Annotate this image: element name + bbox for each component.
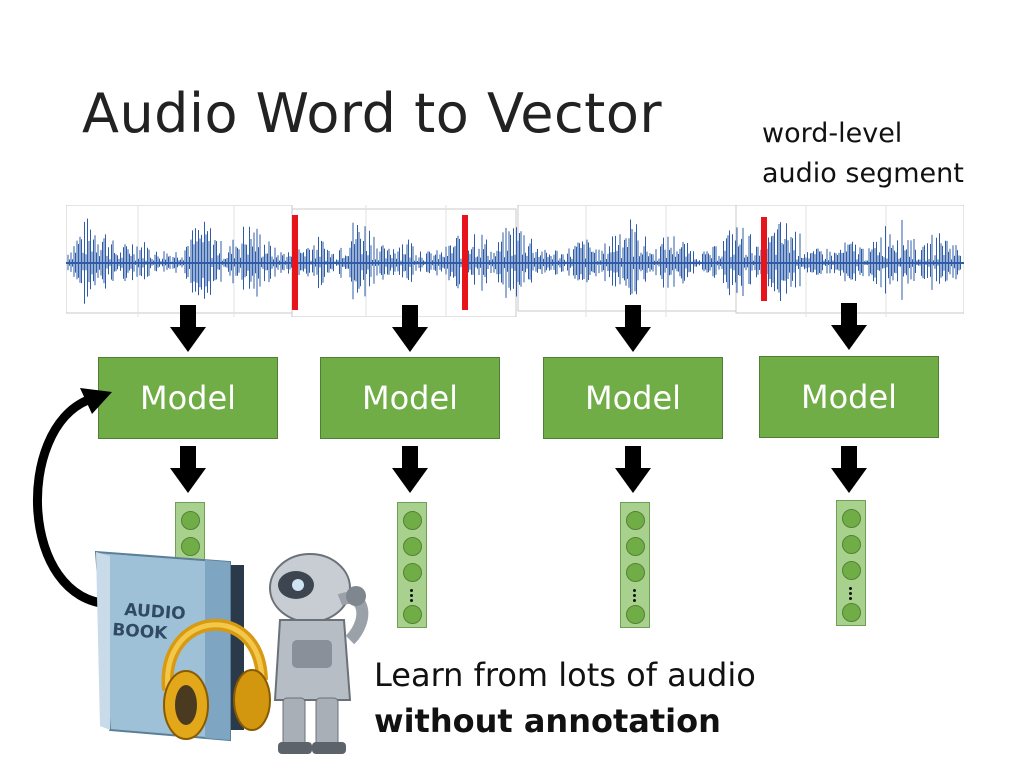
vector-dot — [403, 511, 422, 530]
vector-dot — [626, 511, 645, 530]
segment-label-line1: word-level — [762, 118, 903, 149]
down-arrow-icon — [170, 305, 206, 352]
model-box-4: Model — [759, 356, 939, 438]
page-title: Audio Word to Vector — [82, 82, 663, 145]
vector-dot — [626, 563, 645, 582]
down-arrow-icon — [615, 446, 651, 493]
caption-line1: Learn from lots of audio — [374, 656, 756, 694]
segment-label: word-level audio segment — [762, 114, 964, 194]
vector-dot — [181, 511, 200, 530]
vector-dot — [403, 605, 422, 624]
caption: Learn from lots of audio without annotat… — [374, 652, 756, 744]
caption-line2: without annotation — [374, 702, 721, 740]
segment-marker — [292, 215, 298, 310]
robot-icon — [269, 553, 369, 754]
waveform-strip — [66, 205, 964, 317]
book-label-line1: AUDIO — [124, 600, 187, 624]
down-arrow-icon — [170, 446, 206, 493]
headphones-icon — [161, 618, 271, 740]
waveform — [66, 205, 964, 317]
vector-dot — [842, 603, 861, 622]
ellipsis-icon — [849, 585, 853, 602]
vector-dot — [842, 561, 861, 580]
vector-1 — [175, 502, 205, 562]
curved-arrow-icon — [33, 388, 112, 609]
book-label-line2: BOOK — [112, 620, 169, 644]
vector-dot — [842, 535, 861, 554]
down-arrow-icon — [615, 305, 651, 352]
ellipsis-icon — [633, 587, 637, 604]
vector-dot — [626, 605, 645, 624]
vector-3 — [620, 502, 650, 628]
down-arrow-icon — [392, 446, 428, 493]
model-box-1: Model — [98, 357, 278, 439]
down-arrow-icon — [831, 303, 867, 350]
ellipsis-icon — [410, 587, 414, 604]
vector-dot — [403, 537, 422, 556]
model-box-2: Model — [320, 357, 500, 439]
vector-2 — [397, 502, 427, 628]
vector-dot — [842, 509, 861, 528]
down-arrow-icon — [392, 305, 428, 352]
segment-marker — [462, 215, 468, 310]
segment-marker — [761, 217, 767, 301]
segment-label-line2: audio segment — [762, 158, 964, 189]
down-arrow-icon — [831, 446, 867, 493]
model-box-3: Model — [543, 357, 723, 439]
vector-4 — [836, 500, 866, 626]
vector-dot — [403, 563, 422, 582]
vector-dot — [181, 537, 200, 556]
vector-dot — [626, 537, 645, 556]
